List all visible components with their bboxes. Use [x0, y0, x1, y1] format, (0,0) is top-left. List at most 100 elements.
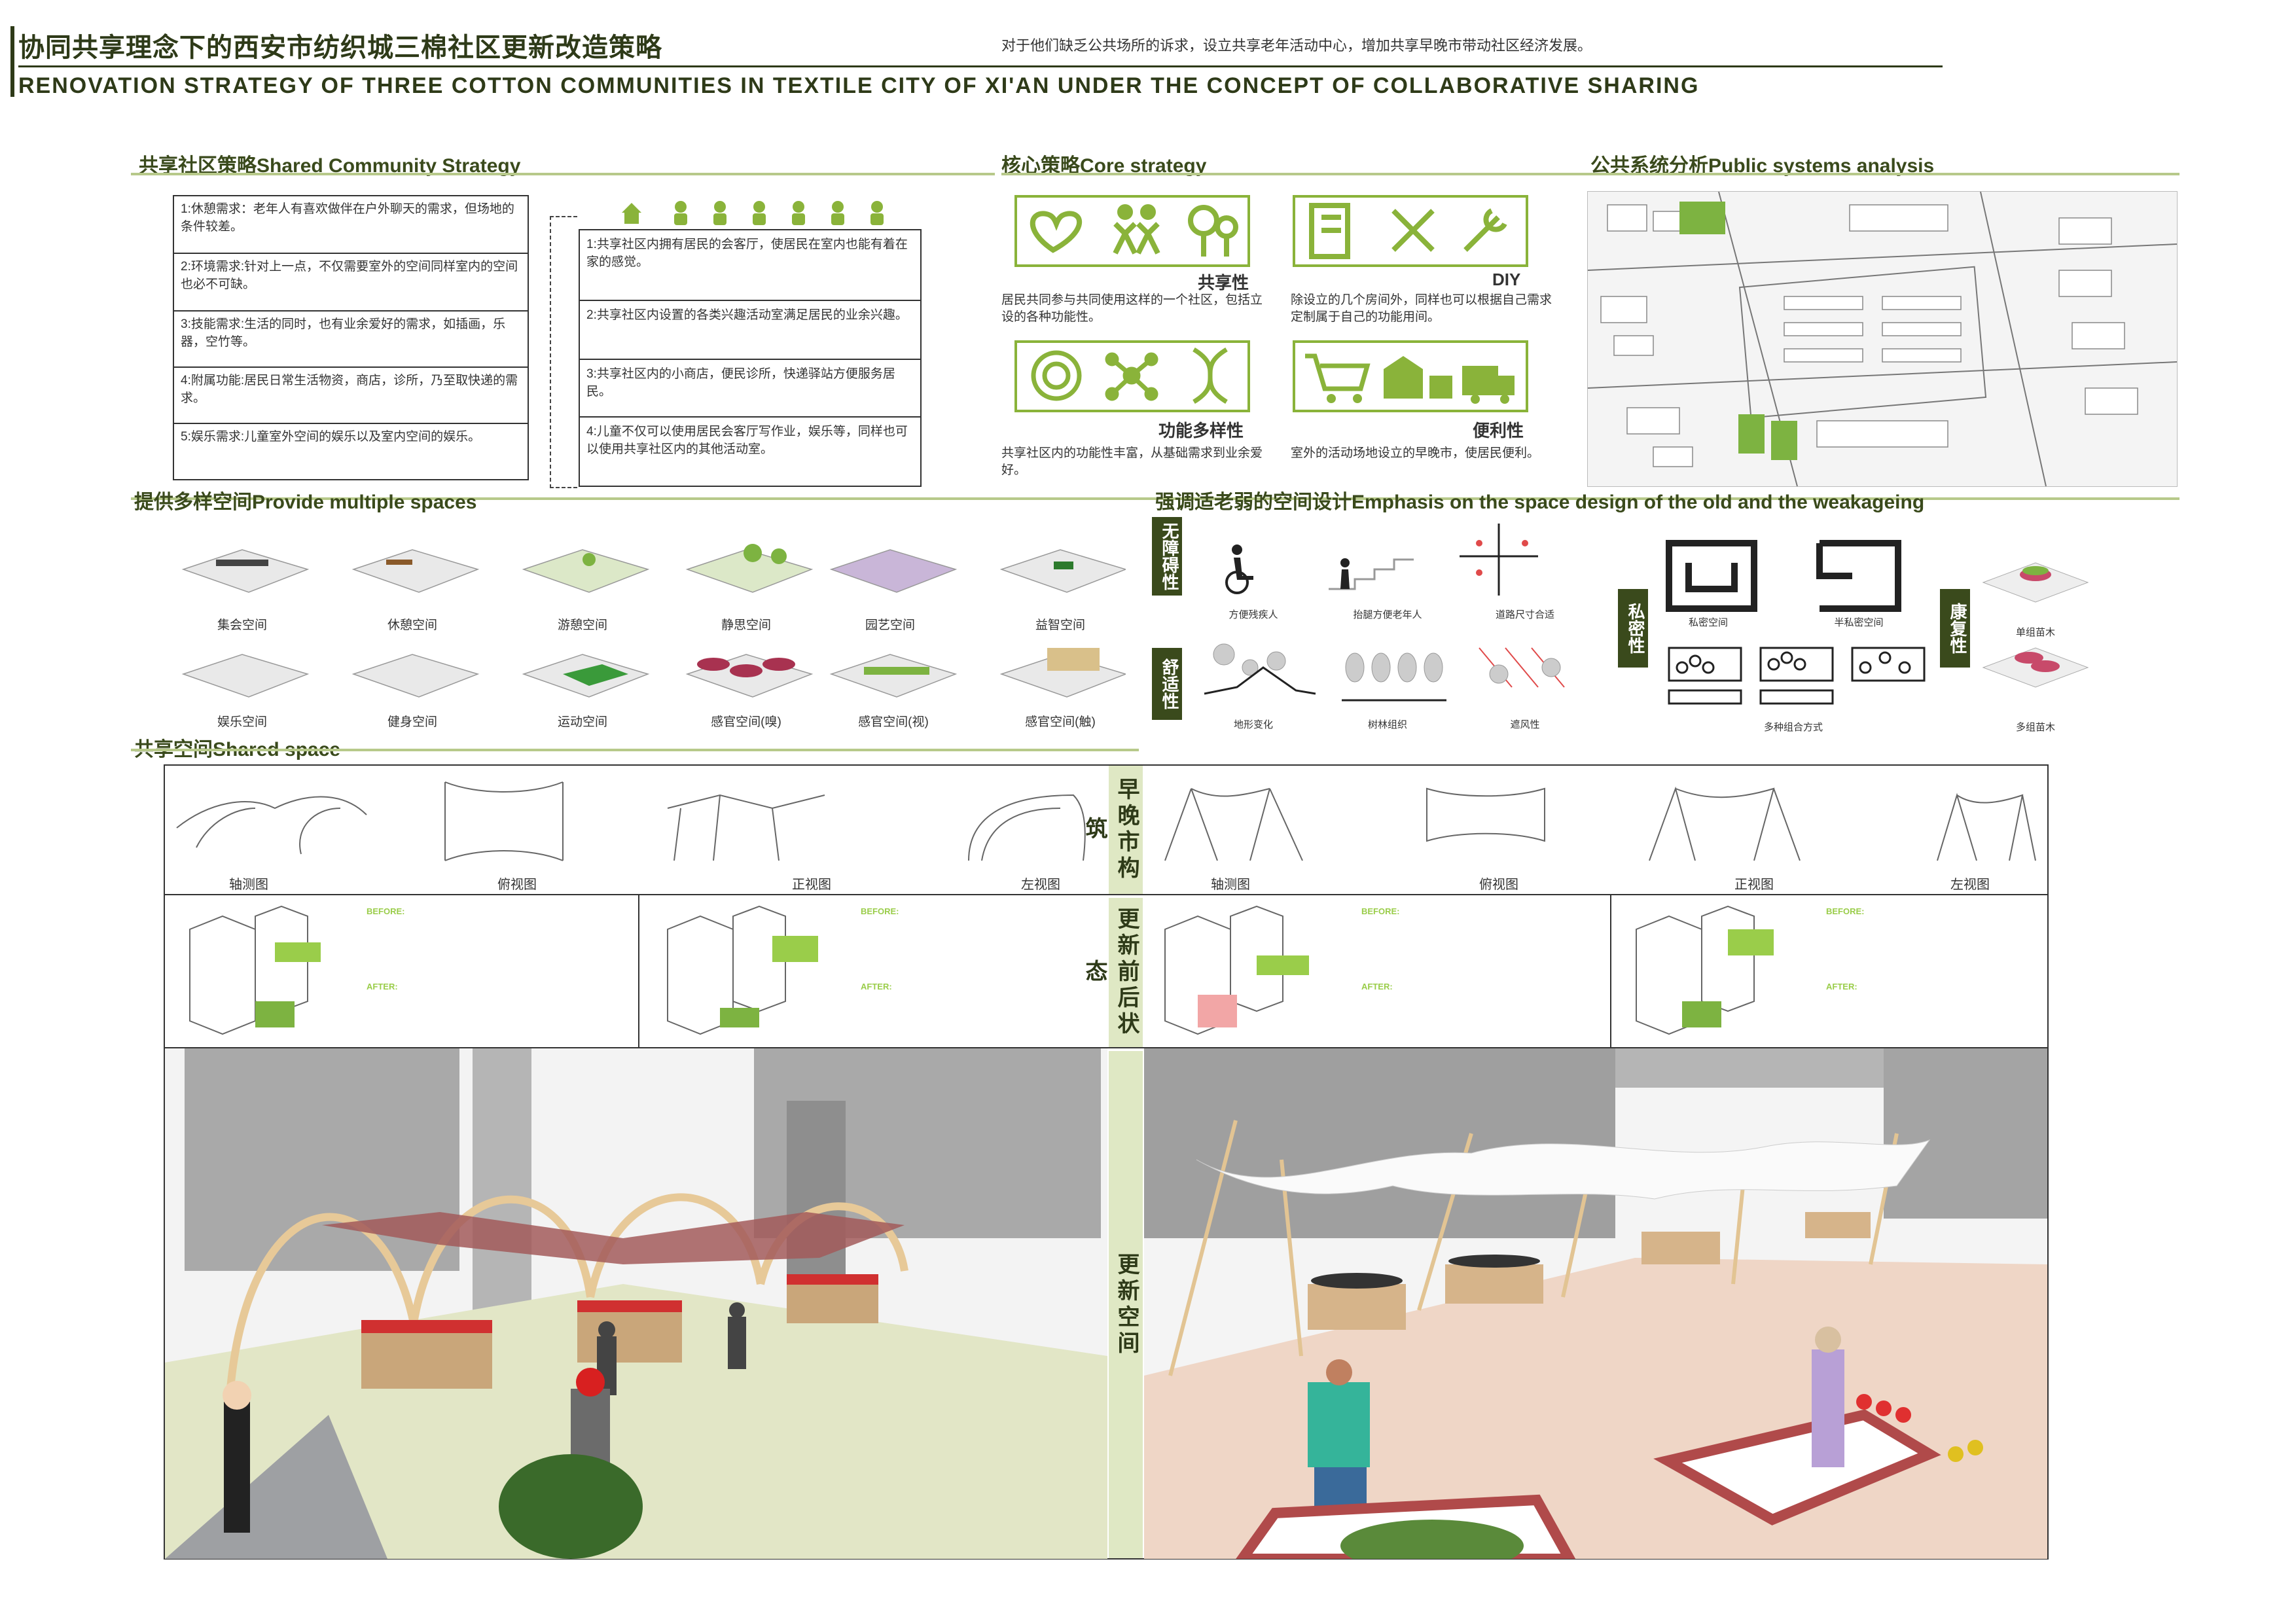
view-label: 俯视图: [497, 878, 537, 892]
tag-barrier-free: 无障碍性: [1152, 517, 1182, 596]
after-tag: AFTER:: [367, 982, 398, 991]
view-label: 轴测图: [229, 878, 268, 892]
core-card-convenience: [1293, 340, 1528, 412]
col-divider: [1610, 894, 1611, 1047]
emphasis-label: 地形变化: [1233, 719, 1273, 730]
page-title-en: RENOVATION STRATEGY OF THREE COTTON COMM…: [18, 73, 1700, 98]
emphasis-label: 遮风性: [1510, 719, 1540, 730]
render-scene-right: [1144, 1048, 2047, 1559]
space-label: 益智空间: [1035, 618, 1085, 632]
section-line: [131, 749, 1139, 751]
share-item: 1:共享社区内拥有居民的会客厅，使居民在室内也能有着在家的感觉。: [580, 230, 920, 301]
view-label: 俯视图: [1479, 878, 1518, 892]
need-item: 4:附属功能:居民日常生活物资，商店，诊所，乃至取快递的需求。: [174, 368, 528, 424]
need-item: 2:环境需求:针对上一点，不仅需要室外的空间同样室内的空间也必不可缺。: [174, 254, 528, 312]
core-card-sharing: [1014, 195, 1250, 267]
space-label: 感官空间(嗅): [711, 715, 781, 729]
core-card-diy: [1293, 195, 1528, 267]
title-divider: [18, 65, 1943, 67]
core-label-diy: DIY: [1492, 270, 1521, 289]
intro-text: 对于他们缺乏公共场所的诉求，设立共享老年活动中心，增加共享早晚市带动社区经济发展…: [1001, 37, 1592, 54]
space-label: 休憩空间: [387, 618, 437, 632]
space-label: 运动空间: [557, 715, 607, 729]
dashed-connector: [550, 216, 577, 488]
before-after-diagram: [1152, 903, 1322, 1041]
space-label: 集会空间: [217, 618, 267, 632]
share-item: 3:共享社区内的小商店，便民诊所，快递驿站方便服务居民。: [580, 360, 920, 418]
section-multiple-spaces: 提供多样空间Provide multiple spaces: [134, 491, 477, 513]
needs-box: 1:休憩需求：老年人有喜欢做伴在户外聊天的需求，但场地的条件较差。 2:环境需求…: [173, 195, 529, 480]
health-label: 多组苗木: [2015, 722, 2055, 733]
section-line: [131, 497, 2179, 500]
view-label: 左视图: [1021, 878, 1060, 892]
core-desc-function: 共享社区内的功能性丰富，从基础需求到业余爱好。: [1001, 446, 1263, 477]
view-label: 正视图: [792, 878, 831, 892]
emphasis-row1-illustrations: [1198, 517, 1604, 602]
share-item: 2:共享社区内设置的各类兴趣活动室满足居民的业余兴趣。: [580, 301, 920, 360]
tag-before-after: 更新前后状态: [1082, 898, 1143, 1047]
need-item: 1:休憩需求：老年人有喜欢做伴在户外聊天的需求，但场地的条件较差。: [174, 196, 528, 254]
core-desc-sharing: 居民共同参与共同使用这样的一个社区，包括立设的各种功能性。: [1001, 293, 1263, 324]
core-label-sharing: 共享性: [1198, 273, 1249, 293]
need-item: 5:娱乐需求:儿童室外空间的娱乐以及室内空间的娱乐。: [181, 430, 481, 444]
page-title-cn: 协同共享理念下的西安市纺织城三棉社区更新改造策略: [18, 33, 662, 62]
privacy-label: 半私密空间: [1834, 617, 1884, 628]
tag-comfort: 舒适性: [1152, 648, 1182, 720]
view-label: 轴测图: [1211, 878, 1250, 892]
health-label: 单组苗木: [2015, 627, 2055, 638]
space-label: 园艺空间: [865, 618, 915, 632]
before-after-diagram: [655, 903, 825, 1041]
view-label: 正视图: [1734, 878, 1774, 892]
space-label: 静思空间: [721, 618, 771, 632]
space-label: 感官空间(触): [1025, 715, 1096, 729]
before-tag: BEFORE:: [861, 906, 899, 916]
space-tiles-row1: [177, 530, 1128, 609]
share-box: 1:共享社区内拥有居民的会客厅，使居民在室内也能有着在家的感觉。 2:共享社区内…: [579, 229, 922, 487]
col-divider: [638, 894, 639, 1047]
before-tag: BEFORE:: [1361, 906, 1400, 916]
space-label: 感官空间(视): [858, 715, 929, 729]
after-tag: AFTER:: [1826, 982, 1857, 991]
after-tag: AFTER:: [861, 982, 892, 991]
tag-health: 康复性: [1940, 589, 1970, 668]
core-card-function: [1014, 340, 1250, 412]
row-divider: [164, 1047, 2049, 1048]
section-line: [131, 173, 995, 175]
canopy-views-left: [170, 769, 1100, 874]
before-tag: BEFORE:: [1826, 906, 1865, 916]
row-divider: [164, 894, 2049, 895]
section-emphasis: 强调适老弱的空间设计Emphasis on the space design o…: [1155, 491, 1925, 513]
core-label-convenience: 便利性: [1473, 421, 1524, 440]
tag-privacy: 私密性: [1618, 589, 1648, 668]
section-shared-space: 共享空间Shared space: [134, 739, 341, 760]
canopy-views-right: [1152, 769, 2042, 874]
need-item: 3:技能需求:生活的同时，也有业余爱好的需求，如插画，乐器，空竹等。: [174, 312, 528, 368]
health-illustrations: [1977, 550, 2094, 700]
core-desc-convenience: 室外的活动场地设立的早晚市，使居民便利。: [1291, 446, 1540, 460]
share-item: 4:儿童不仅可以使用居民会客厅写作业，娱乐等，同样也可以使用共享社区内的其他活动…: [586, 425, 908, 456]
after-tag: AFTER:: [1361, 982, 1393, 991]
tag-renewed-space: 更新空间: [1109, 1051, 1143, 1558]
render-scene-left: [165, 1048, 1107, 1559]
space-label: 健身空间: [387, 715, 437, 729]
emphasis-row2-illustrations: [1198, 628, 1604, 713]
tag-market-structure: 早晚市构筑: [1082, 766, 1143, 894]
emphasis-label: 方便残疾人: [1229, 609, 1278, 620]
before-after-diagram: [1623, 903, 1793, 1041]
privacy-label: 多种组合方式: [1763, 722, 1823, 733]
emphasis-label: 道路尺寸合适: [1495, 609, 1554, 620]
emphasis-label: 树林组织: [1367, 719, 1407, 730]
people-icons-row: [615, 196, 903, 229]
space-label: 游憩空间: [557, 618, 607, 632]
privacy-illustrations: [1656, 537, 1931, 713]
space-label: 娱乐空间: [217, 715, 267, 729]
title-accent-bar: [10, 26, 14, 97]
before-tag: BEFORE:: [367, 906, 405, 916]
emphasis-label: 抬腿方便老年人: [1353, 609, 1422, 620]
site-plan-map: [1587, 191, 2178, 487]
section-line: [1001, 173, 2179, 175]
space-tiles-row2: [177, 635, 1128, 707]
core-label-function: 功能多样性: [1158, 421, 1244, 440]
before-after-diagram: [177, 903, 347, 1041]
core-desc-diy: 除设立的几个房间外，同样也可以根据自己需求定制属于自己的功能用间。: [1291, 293, 1552, 324]
